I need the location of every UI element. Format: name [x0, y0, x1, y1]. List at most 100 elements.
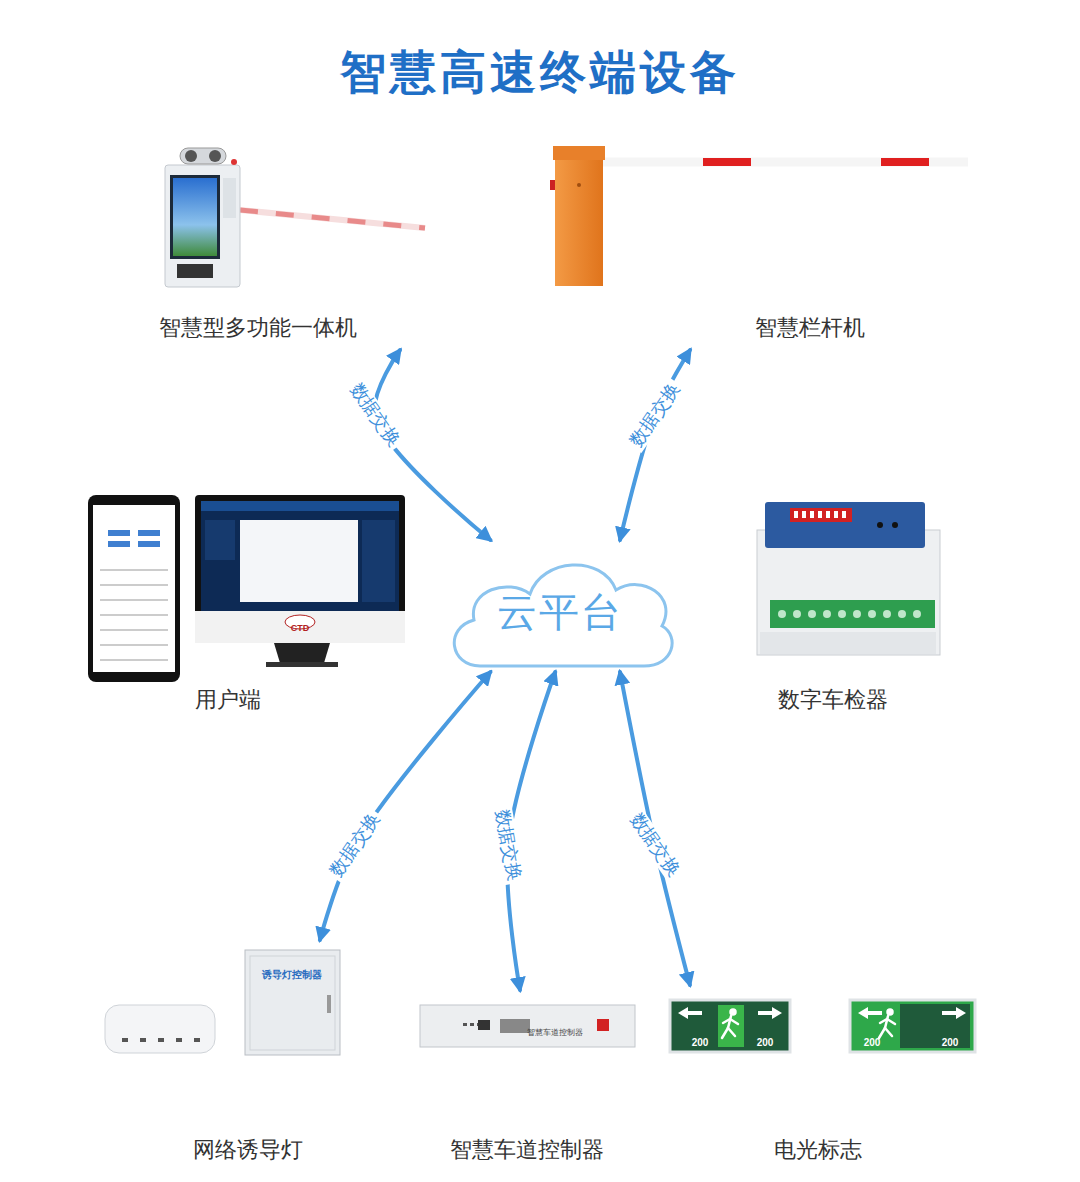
barrier-illustration-part: [603, 158, 968, 166]
title-block: 智慧高速终端设备: [0, 46, 1080, 99]
barrier-illustration-part: [553, 146, 605, 160]
monitor-illustration-part: [362, 520, 395, 602]
device-label: 智慧车道控制器: [527, 1028, 583, 1037]
monitor-illustration-part: [205, 520, 235, 560]
kiosk-illustration-part: [223, 178, 236, 218]
sign-illustration-part: [942, 1007, 966, 1019]
label-anchor: 200: [872, 1038, 889, 1056]
device-caption: 用户端: [195, 687, 261, 713]
barrier-gate: 智慧栏杆机: [540, 140, 980, 350]
detector-illustration-part: [892, 522, 898, 528]
logo-text: CTD: [291, 623, 310, 633]
sign-illustration-part: [758, 1007, 782, 1019]
edge-label-anchor: 数据交换: [655, 415, 733, 436]
exchange-arrow: [620, 672, 690, 985]
detector-illustration-part: [877, 522, 883, 528]
lamp-illustration-part-part: [140, 1038, 146, 1042]
phone-illustration-part-part: [100, 659, 168, 661]
kiosk-illustration-part: [170, 175, 220, 259]
distance-number: 200: [692, 1037, 709, 1049]
sign-illustration-part-part: [880, 1019, 887, 1023]
device-caption: 网络诱导灯: [193, 1137, 303, 1163]
edge-label: 数据交换: [491, 805, 525, 885]
edge-label-anchor: 数据交换: [508, 845, 586, 866]
user-terminal: 用户端: [80, 488, 415, 718]
detector-illustration-part-part: [868, 610, 876, 618]
device-caption: 智慧栏杆机: [755, 315, 865, 341]
monitor-illustration-part: [201, 501, 399, 511]
label-anchor: 智慧车道控制器: [555, 1026, 611, 1044]
barrier-illustration-part: [550, 180, 555, 190]
phone-illustration-part-part: [100, 599, 168, 601]
phone-illustration-part-part: [100, 614, 168, 616]
device-caption: 电光标志: [774, 1137, 862, 1163]
lamp-illustration-part-part: [194, 1038, 200, 1042]
distance-number: 200: [942, 1037, 959, 1049]
electro-sign: 电光标志: [660, 985, 985, 1175]
exchange-arrow: [620, 350, 690, 540]
detector-illustration-part-part: [823, 610, 831, 618]
edge-label: 数据交换: [624, 807, 686, 883]
sign-illustration-part: [670, 1000, 790, 1052]
kiosk-illustration-part: [177, 264, 213, 278]
detector-illustration-part: [790, 508, 852, 522]
monitor-illustration-part: [240, 520, 358, 602]
phone-illustration-part: [138, 530, 160, 536]
distance-number: 200: [864, 1037, 881, 1049]
device-caption: 智慧型多功能一体机: [159, 315, 357, 341]
edge-label-anchor: 数据交换: [375, 415, 453, 436]
lamp-illustration: [105, 1005, 215, 1053]
sign-illustration-part-part: [885, 1016, 888, 1028]
phone-illustration-part: [108, 541, 130, 547]
detector-illustration-part-part: [898, 610, 906, 618]
rack-illustration-part: [478, 1020, 490, 1030]
detector-illustration-part-part: [842, 511, 846, 518]
rack-illustration-part-part: [463, 1023, 467, 1026]
monitor-illustration: [195, 495, 405, 667]
lamp-illustration-part: [122, 1038, 200, 1042]
lamp-illustration-part-part: [176, 1038, 182, 1042]
detector-illustration-part-part: [853, 610, 861, 618]
barrier-illustration-part: [555, 146, 603, 286]
detector-illustration-part-part: [834, 511, 838, 518]
detector-illustration-part: [770, 600, 935, 628]
phone-illustration-part: [108, 530, 130, 536]
kiosk-illustration-part: [165, 165, 240, 287]
sign-illustration: [670, 1000, 975, 1052]
sign-illustration-part: [678, 1007, 702, 1019]
kiosk-illustration-part: [240, 210, 425, 228]
detector-illustration-part: [778, 610, 921, 618]
phone-illustration-part: [88, 495, 180, 682]
rack-illustration-part: [420, 1005, 635, 1047]
device-caption: 数字车检器: [778, 687, 888, 713]
sign-illustration-part-part: [879, 1028, 885, 1038]
sign-illustration-part: [850, 1000, 975, 1052]
rack-illustration-part-part: [470, 1023, 474, 1026]
phone-illustration-part: [138, 541, 160, 547]
rack-illustration: [420, 1005, 635, 1047]
lamp-illustration-part-part: [158, 1038, 164, 1042]
edge-label: 数据交换: [324, 807, 386, 883]
detector-illustration-part-part: [802, 511, 806, 518]
edge-label-anchor: 数据交换: [655, 845, 733, 866]
platform-name: 云平台: [497, 588, 623, 636]
cloud-platform: 云平台: [440, 540, 680, 672]
cabinet-label: 诱导灯控制器: [262, 969, 322, 981]
phone-illustration-part-part: [100, 629, 168, 631]
detector-illustration: [757, 502, 940, 655]
sign-illustration-part: [900, 1004, 970, 1048]
kiosk-illustration-part: [240, 210, 425, 228]
edge-label-anchor: 数据交换: [355, 845, 433, 866]
sign-illustration-part: [858, 1007, 882, 1019]
sign-illustration-part-part: [730, 1019, 738, 1024]
device-caption: 智慧车道控制器: [450, 1137, 604, 1163]
barrier-illustration: [550, 146, 968, 286]
edge-label: 数据交换: [624, 377, 686, 453]
kiosk-illustration-part: [231, 159, 237, 165]
monitor-illustration-part: [201, 501, 399, 611]
phone-illustration: [88, 495, 180, 682]
sign-illustration-part-part: [723, 1019, 730, 1023]
sign-illustration-part-part: [885, 1028, 892, 1036]
label-anchor: CTD: [300, 622, 319, 640]
phone-illustration-part: [100, 570, 168, 660]
